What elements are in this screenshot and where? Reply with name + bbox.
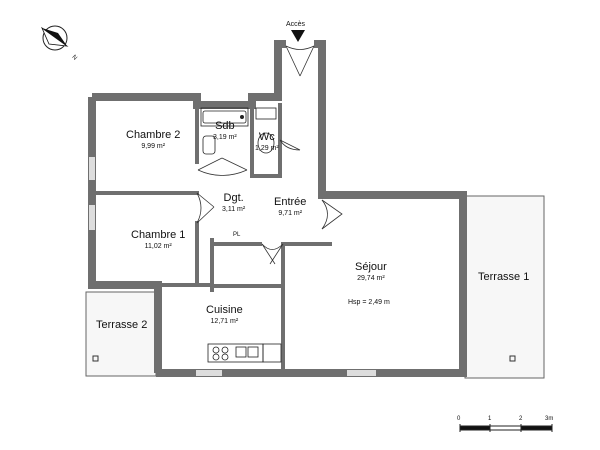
scale-bar <box>459 424 553 432</box>
scale-tick-3m: 3m <box>545 416 554 422</box>
sejour-ceiling-height: Hsp = 2,49 m <box>348 299 390 306</box>
kitchen-counter <box>207 343 282 363</box>
compass-icon <box>41 25 69 51</box>
scale-tick-2: 2 <box>519 416 523 422</box>
entrance-label: Accès <box>286 21 306 28</box>
placard-label: PL <box>233 232 241 238</box>
door-swings <box>196 45 343 265</box>
room-label-sdb: Sdb 3,19 m² <box>213 120 237 142</box>
scale-tick-0: 0 <box>457 416 461 422</box>
scale-tick-1: 1 <box>488 416 492 422</box>
room-label-wc: Wc 1,29 m² <box>255 131 279 153</box>
room-label-terrasse-2: Terrasse 2 <box>96 319 148 331</box>
entrance-arrow-icon <box>291 30 305 42</box>
room-label-chambre-1: Chambre 1 11,02 m² <box>131 229 186 251</box>
interior-walls <box>90 103 332 375</box>
terrasse-2-area <box>85 291 157 377</box>
bathroom-fixtures <box>200 107 277 155</box>
room-label-sejour: Séjour 29,74 m² <box>355 261 387 283</box>
room-label-cuisine: Cuisine 12,71 m² <box>206 304 243 326</box>
room-label-dgt: Dgt. 3,11 m² <box>222 192 246 214</box>
room-label-terrasse-1: Terrasse 1 <box>478 271 530 283</box>
room-label-chambre-2: Chambre 2 9,99 m² <box>126 129 181 151</box>
terrasse-1-area <box>464 195 545 379</box>
room-label-entree: Entrée 9,71 m² <box>274 196 307 218</box>
windows <box>89 157 376 376</box>
